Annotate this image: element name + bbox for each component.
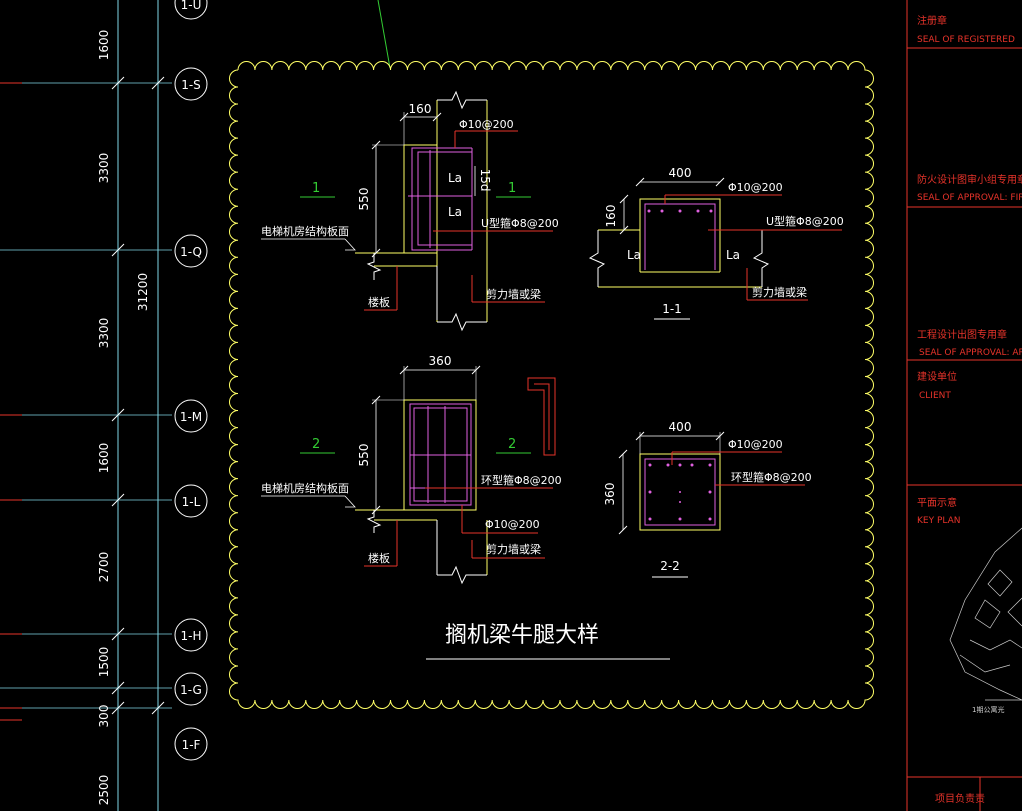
detail2-floor-label: 楼板 [368,551,390,565]
keyplan-cn: 平面示意 [917,496,957,509]
axis-spacings: 1600 3300 3300 1600 2700 1500 300 2500 3… [97,30,150,806]
seal-fire-en: SEAL OF APPROVAL: FIR [917,193,1022,203]
axis-bubble-1-q: 1-Q [174,234,208,268]
axis-bubble-1-f: 1-F [174,727,208,761]
project-cn: 项目负责责 [935,792,985,805]
section11-width-dim: 400 [669,166,692,180]
title-block: 注册章 SEAL OF REGISTERED 防火设计图审小组专用章 SEAL … [906,0,1022,811]
section11-stirrup: U型箍Φ8@200 [766,214,844,228]
seal-arch-en: SEAL OF APPROVAL: AR [919,348,1022,358]
section22-width-dim: 400 [669,420,692,434]
spacing-8: 2500 [97,775,111,806]
detail1-top-rebar: Φ10@200 [459,118,514,131]
section-2-2: 400 360 Φ10@200 环型箍Φ8@200 2-2 [603,420,812,578]
axis-bubbles: 1-U 1-S 1-Q 1-M 1-L 1-H 1-G 1-F [174,0,208,761]
detail1-floor-label: 楼板 [368,295,390,309]
detail2-wall-label: 剪力墙或梁 [486,542,541,556]
svg-text:1-H: 1-H [181,629,202,643]
client-en: CLIENT [919,391,951,401]
detail1-embed: 15d [478,169,492,192]
detail2-mark-right: 2 [508,437,516,452]
revision-cloud [228,61,875,709]
spacing-2: 3300 [97,153,111,184]
spacing-4: 1600 [97,443,111,474]
section11-title: 1-1 [662,302,682,316]
detail1-mark-left: 1 [312,181,320,196]
spacing-total: 31200 [136,273,150,311]
axis-grid [0,0,172,811]
detail2-slab-label: 电梯机房结构板面 [261,481,349,495]
spacing-5: 2700 [97,552,111,583]
green-leader [377,0,391,69]
seal-registered-en: SEAL OF REGISTERED [917,35,1015,45]
spacing-3: 3300 [97,318,111,349]
section11-la-left: La [627,248,641,262]
section11-rebar: Φ10@200 [728,181,783,194]
client-cn: 建设单位 [917,370,957,383]
spacing-6: 1500 [97,647,111,678]
detail-1: 160 550 Φ10@200 U型箍Φ8@200 15d La La 电梯机房… [261,90,559,332]
detail1-slab-label: 电梯机房结构板面 [261,224,349,238]
detail-title: 搁机梁牛腿大样 [445,623,599,648]
spacing-7: 300 [97,705,111,728]
svg-text:1-Q: 1-Q [180,245,202,259]
section22-stirrup: 环型箍Φ8@200 [731,470,812,484]
key-plan-sketch [949,527,1022,701]
svg-text:1-U: 1-U [181,0,202,12]
section11-wall-label: 剪力墙或梁 [752,285,807,299]
keyplan-note: 1期公寓光 [972,705,1004,714]
detail1-la-top: La [448,171,462,185]
section11-height-dim: 160 [604,205,618,228]
detail1-height-dim: 550 [357,188,371,211]
axis-bubble-1-h: 1-H [174,618,208,652]
seal-fire-cn: 防火设计图审小组专用章 [917,173,1022,186]
detail1-la-bottom: La [448,205,462,219]
svg-text:1-L: 1-L [182,495,201,509]
axis-bubble-1-l: 1-L [174,484,208,518]
detail2-width-dim: 360 [429,354,452,368]
detail1-stirrup: U型箍Φ8@200 [481,216,559,230]
detail2-stirrup: 环型箍Φ8@200 [481,473,562,487]
svg-text:1-F: 1-F [182,738,201,752]
detail2-height-dim: 550 [357,444,371,467]
section22-rebar: Φ10@200 [728,438,783,451]
svg-text:1-S: 1-S [181,78,201,92]
detail1-wall-label: 剪力墙或梁 [486,287,541,301]
svg-text:1-M: 1-M [180,410,202,424]
seal-arch-cn: 工程设计出图专用章 [917,328,1007,341]
axis-bubble-1-u: 1-U [174,0,208,20]
section22-title: 2-2 [660,559,680,573]
section22-height-dim: 360 [603,483,617,506]
seal-registered-cn: 注册章 [917,14,947,27]
svg-text:1-G: 1-G [180,683,202,697]
spacing-1: 1600 [97,30,111,61]
section-1-1: 400 160 Φ10@200 U型箍Φ8@200 La La 剪力墙或梁 1-… [588,166,844,320]
axis-bubble-1-m: 1-M [174,399,208,433]
detail1-mark-right: 1 [508,181,516,196]
keyplan-en: KEY PLAN [917,516,960,526]
axis-bubble-1-s: 1-S [174,67,208,101]
section11-la-right: La [726,248,740,262]
detail2-mark-left: 2 [312,437,320,452]
detail-2: 360 550 环型箍Φ8@200 Φ10@200 剪力墙或梁 电梯机房结构板面… [261,354,562,585]
axis-bubble-1-g: 1-G [174,672,208,706]
detail2-bottom-rebar: Φ10@200 [485,518,540,531]
detail1-width-dim: 160 [409,102,432,116]
